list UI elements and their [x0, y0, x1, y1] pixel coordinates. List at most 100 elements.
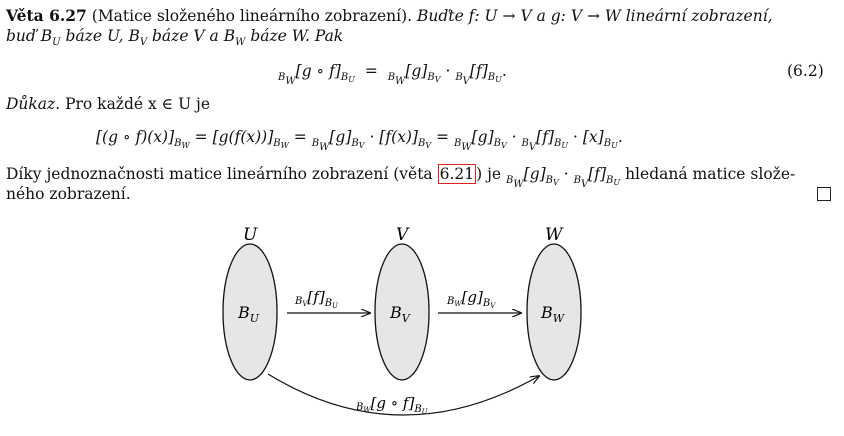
- chain-7: [g]: [471, 128, 494, 146]
- ref-link-6-21[interactable]: 6.21: [437, 164, 477, 184]
- eq-rhs-a: [g]: [405, 62, 428, 80]
- theorem-line-1: Věta 6.27 (Matice složeného lineárního z…: [6, 6, 773, 26]
- arrow-gof-label: BW[g ∘ f]BU: [355, 394, 429, 416]
- chain-9: [f]: [536, 128, 554, 146]
- chain-3: =: [288, 128, 312, 146]
- chain-10-sub: B: [603, 138, 612, 149]
- chain-5: · [f(x)]: [364, 128, 418, 146]
- proof-chain: [(g ∘ f)(x)]BW = [g(f(x))]BW = BW[g]BV ·…: [96, 126, 623, 159]
- chain-6: =: [431, 128, 454, 146]
- chain-10: · [x]: [568, 128, 604, 146]
- chain-4-sub: B: [351, 138, 359, 149]
- closing-mid-3: [f]: [588, 165, 607, 183]
- basis-label-w: BW: [540, 303, 566, 325]
- eq-period: .: [501, 62, 507, 80]
- basis-label-u: BU: [237, 303, 260, 325]
- chain-1-sub: B: [174, 138, 182, 149]
- pre-bv: B: [455, 72, 463, 83]
- post-bu-2-sub: U: [495, 75, 502, 84]
- closing-mid1-sub: B: [545, 175, 554, 186]
- statement-part-3: báze U, B: [60, 27, 140, 45]
- theorem-statement-1: Buďte f: U → V a g: V → W lineární zobra…: [417, 7, 773, 25]
- closing-line-2: ného zobrazení.: [6, 184, 131, 204]
- chain-2-sub: B: [273, 138, 281, 149]
- sub-w: W: [235, 37, 246, 48]
- closing-line-1: Díky jednoznačnosti matice lineárního zo…: [6, 164, 795, 195]
- closing-text-a: Díky jednoznačnosti matice lineárního zo…: [6, 165, 438, 183]
- closing-mid3-subsub: U: [613, 178, 621, 187]
- statement-part-4: báze V a B: [147, 27, 236, 45]
- chain-2-subsub: W: [280, 141, 289, 150]
- equation-main: BW[g ∘ f]BU = BW[g]BV · BV[f]BU.: [278, 60, 507, 93]
- chain-5-subsub: V: [425, 141, 432, 150]
- chain-7-presub: W: [461, 142, 472, 153]
- chain-1: [(g ∘ f)(x)]: [96, 128, 175, 146]
- post-bu: B: [340, 72, 349, 83]
- chain-9-sub: B: [553, 138, 562, 149]
- closing-mid1-subsub: V: [553, 178, 559, 187]
- closing-mid3-sub: B: [606, 175, 614, 186]
- post-bu-sub: U: [348, 75, 355, 84]
- sub-v: V: [139, 37, 148, 48]
- ellipse-v: [374, 243, 430, 381]
- eq-dot: ·: [445, 62, 451, 80]
- proof-line: Důkaz. Pro každé x ∈ U je: [6, 94, 210, 114]
- equation-number: (6.2): [787, 62, 824, 80]
- theorem-title: (Matice složeného lineárního zobrazení).: [91, 7, 413, 25]
- chain-7-pre: B: [453, 138, 462, 149]
- chain-2: = [g(f(x))]: [189, 128, 274, 146]
- chain-9-subsub: U: [561, 141, 569, 150]
- closing-text-c: hledaná matice slože-: [625, 165, 796, 183]
- space-label-w: W: [545, 225, 564, 245]
- closing-text-d: ného zobrazení.: [6, 185, 131, 203]
- arrow-g-label: BW[g]BV: [446, 288, 496, 310]
- chain-9-presub: V: [528, 142, 537, 153]
- closing-pre-bv-sub: V: [580, 179, 589, 190]
- theorem-line-2: buď BU báze U, BV báze V a BW báze W. Pa…: [6, 26, 343, 53]
- closing-pre-bw: B: [506, 175, 514, 186]
- space-label-u: U: [243, 225, 258, 245]
- eq-sign: =: [364, 62, 378, 80]
- chain-4: [g]: [329, 128, 352, 146]
- proof-label: Důkaz.: [6, 95, 61, 113]
- arrow-gof: [267, 373, 539, 416]
- eq-rhs-b: [f]: [469, 62, 488, 80]
- chain-7-subsub: V: [500, 141, 507, 150]
- ellipse-w: [526, 243, 582, 381]
- chain-5-sub: B: [417, 138, 426, 149]
- pre-bw: B: [278, 72, 286, 83]
- pre-bw-sub: W: [285, 76, 296, 87]
- chain-7-sub: B: [493, 138, 501, 149]
- chain-10-subsub: U: [611, 141, 618, 150]
- post-bv-sub: V: [434, 75, 441, 84]
- post-bu-2: B: [487, 72, 496, 83]
- closing-mid-1: [g]: [523, 165, 546, 183]
- qed-square-icon: [817, 187, 831, 201]
- chain-9-pre: B: [521, 138, 529, 149]
- closing-pre-bv: B: [573, 175, 581, 186]
- closing-text-b: ) je: [476, 165, 502, 183]
- chain-4-presub: W: [319, 142, 330, 153]
- proof-intro: Pro každé x ∈ U je: [65, 95, 211, 113]
- chain-4-subsub: V: [358, 141, 365, 150]
- ellipse-u: [222, 243, 278, 381]
- post-bv: B: [427, 72, 435, 83]
- sub-u: U: [52, 37, 61, 48]
- chain-1-subsub: W: [181, 141, 190, 150]
- chain-4-pre: B: [311, 138, 320, 149]
- pre-bv-sub: V: [462, 76, 470, 87]
- statement-part-5: báze W. Pak: [245, 27, 344, 45]
- arrow-f-label: BV[f]BU: [294, 288, 339, 310]
- closing-pre-bw-sub: W: [513, 179, 524, 190]
- pre-bw-2-sub: W: [395, 76, 406, 87]
- pre-bw-2: B: [387, 72, 396, 83]
- eq-lhs: [g ∘ f]: [295, 62, 341, 80]
- chain-8: ·: [506, 128, 522, 146]
- space-label-v: V: [396, 225, 410, 245]
- basis-label-v: BV: [389, 303, 411, 325]
- chain-end: .: [617, 128, 623, 146]
- basis-b-text: buď B: [6, 27, 53, 45]
- closing-mid-2: ·: [558, 165, 574, 183]
- theorem-label: Věta 6.27: [6, 6, 87, 25]
